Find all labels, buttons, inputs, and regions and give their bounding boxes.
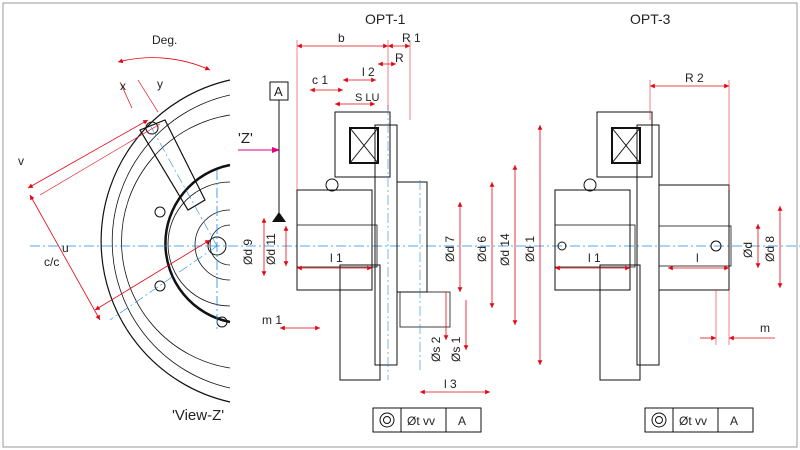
datum-a: A xyxy=(269,81,289,222)
label-d7: Ød 7 xyxy=(443,236,457,262)
set-screw xyxy=(557,241,567,251)
label-d6: Ød 6 xyxy=(475,236,489,262)
label-l1: l 1 xyxy=(330,251,343,265)
label-r1: R 1 xyxy=(402,31,421,45)
tolerance-value: Øt vv xyxy=(679,414,707,428)
label-d1: Ød 1 xyxy=(523,236,537,262)
label-opt3-l1: l 1 xyxy=(588,251,601,265)
opt1-pulley xyxy=(339,264,381,381)
view-z-caption: 'View-Z' xyxy=(172,407,224,424)
label-l: l xyxy=(696,251,699,265)
v-dimension xyxy=(27,119,149,189)
label-deg: Deg. xyxy=(152,33,177,47)
concentricity-icon-inner xyxy=(655,416,663,424)
label-slu: S LU xyxy=(355,92,380,104)
arm-centerline xyxy=(149,124,218,247)
u-dimension xyxy=(29,194,101,321)
opt3-output-hub xyxy=(658,184,730,291)
opt3-hub xyxy=(554,189,631,291)
grease-nipple xyxy=(325,178,339,192)
label-s1: Øs 1 xyxy=(449,336,463,362)
cc-dimension xyxy=(94,239,211,311)
set-screw xyxy=(710,240,722,252)
label-x: x xyxy=(120,79,126,93)
coil-cross xyxy=(349,127,379,164)
label-c1: c 1 xyxy=(312,73,328,87)
concentricity-icon xyxy=(651,412,667,428)
view-z-marker: 'Z' xyxy=(238,130,280,153)
label-b: b xyxy=(338,31,345,45)
bore xyxy=(194,209,231,281)
bore-inner xyxy=(209,224,231,266)
v-extension xyxy=(39,123,161,196)
label-d: Ød xyxy=(741,242,755,258)
y-dimension xyxy=(137,79,159,113)
opt1-flange xyxy=(399,291,451,328)
grease-nipple xyxy=(583,178,597,192)
bolt-hole xyxy=(154,206,166,218)
label-d9: Ød 9 xyxy=(241,239,255,265)
tolerance-value: Øt vv xyxy=(407,414,435,428)
concentricity-icon-inner xyxy=(383,416,391,424)
label-r2: R 2 xyxy=(685,71,704,85)
view-z: Deg. x y v u c/c 'View-Z' xyxy=(18,33,800,424)
label-y: y xyxy=(157,77,163,91)
z-label: 'Z' xyxy=(238,130,253,147)
z-arrowhead xyxy=(272,147,280,153)
opt3-title: OPT-3 xyxy=(630,11,671,27)
opt1-magnet-housing xyxy=(334,111,391,178)
label-m1: m 1 xyxy=(262,313,282,327)
label-l2: l 2 xyxy=(362,65,375,79)
x-dimension xyxy=(119,81,133,109)
label-d8: Ød 8 xyxy=(763,236,777,262)
bolt-hole xyxy=(154,280,166,292)
datum-triangle xyxy=(272,212,286,222)
rim-inner xyxy=(111,94,231,389)
concentricity-icon xyxy=(379,412,395,428)
datum-label: A xyxy=(274,84,283,99)
opt3-section: OPT-3 R 2 l 1 l Ød Ød 8 m xyxy=(554,11,783,433)
opt1-hub xyxy=(296,189,373,291)
label-v: v xyxy=(18,154,24,168)
label-d14: Ød 14 xyxy=(498,233,512,266)
label-m: m xyxy=(760,321,770,335)
tolerance-datum: A xyxy=(458,414,466,428)
label-l3: l 3 xyxy=(444,377,457,391)
coil-cross xyxy=(611,127,641,164)
opt3-tolerance-frame: Øt vv A xyxy=(644,407,754,433)
opt1-tolerance-frame: Øt vv A xyxy=(372,407,482,433)
opt3-magnet-housing xyxy=(596,111,653,178)
label-s2: Øs 2 xyxy=(429,336,443,362)
opt1-armature xyxy=(396,181,428,293)
label-u: u xyxy=(62,241,69,255)
label-cc: c/c xyxy=(44,255,59,269)
tolerance-datum: A xyxy=(730,414,738,428)
opt1-section: OPT-1 b R 1 R l 2 c 1 S LU xyxy=(241,11,543,433)
opt1-title: OPT-1 xyxy=(365,11,406,27)
torque-arm xyxy=(139,119,206,211)
deg-dimension xyxy=(117,57,211,71)
opt3-pulley xyxy=(599,264,641,381)
label-d11: Ød 11 xyxy=(264,233,278,265)
label-r: R xyxy=(395,51,404,65)
face-ring xyxy=(121,114,231,369)
